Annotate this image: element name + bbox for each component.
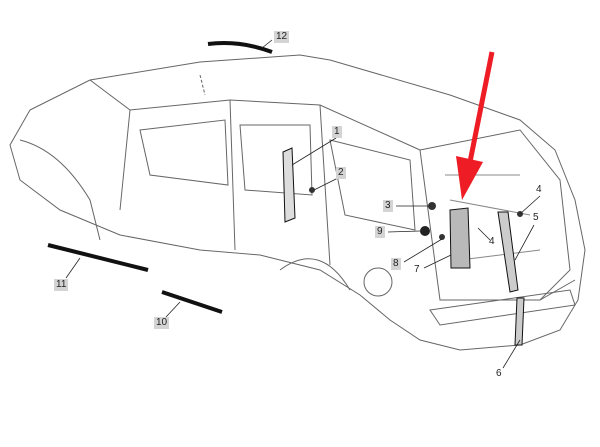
part-11-rocker-molding <box>47 243 149 272</box>
part-12-roof-molding <box>207 41 273 54</box>
part-8-clip <box>439 234 445 240</box>
callout-3: 3 <box>383 200 393 212</box>
red-arrow-icon <box>467 51 495 163</box>
part-2-clip <box>309 187 315 193</box>
callout-9: 9 <box>375 226 385 238</box>
part-3-fastener <box>428 202 436 210</box>
callout-10: 10 <box>154 317 170 329</box>
callout-4b: 4 <box>489 236 495 247</box>
leader-lines <box>65 39 541 369</box>
callout-12: 12 <box>274 31 290 43</box>
callout-6: 6 <box>496 368 502 379</box>
part-5-liftgate-trim <box>497 211 519 293</box>
callout-11: 11 <box>54 279 69 291</box>
callout-8: 8 <box>391 258 401 270</box>
part-9-fastener <box>420 226 430 236</box>
callout-4a: 4 <box>536 184 542 195</box>
callout-1: 1 <box>332 126 342 138</box>
callout-2: 2 <box>336 167 346 179</box>
part-6-tailgate-trim <box>514 297 525 346</box>
callout-7: 7 <box>414 264 420 275</box>
part-7-quarter-panel-trim <box>449 207 471 269</box>
part-1-pillar-trim <box>282 147 296 223</box>
red-arrow-head <box>456 156 483 200</box>
vehicle-body-outline <box>9 54 586 351</box>
part-10-door-molding <box>161 290 223 314</box>
callout-5: 5 <box>533 212 539 223</box>
